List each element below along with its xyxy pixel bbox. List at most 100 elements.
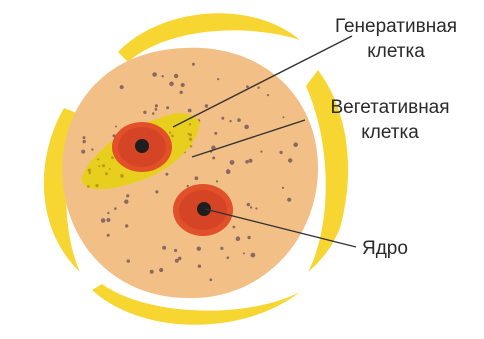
granule — [175, 259, 179, 263]
granule — [230, 160, 235, 165]
granule — [217, 78, 219, 80]
generative-speckle — [88, 169, 91, 172]
granule — [152, 72, 157, 77]
granule — [260, 151, 262, 153]
granule — [221, 117, 224, 120]
granule — [143, 111, 146, 114]
generative-speckle — [89, 172, 91, 174]
granule — [249, 159, 253, 163]
granule — [127, 259, 130, 262]
granule — [287, 198, 291, 202]
granule — [209, 278, 212, 281]
generative-nucleolus — [135, 139, 149, 153]
granule — [91, 148, 93, 150]
granule — [197, 247, 201, 251]
generative-speckle — [98, 165, 100, 167]
granule — [114, 207, 117, 210]
granule — [155, 190, 158, 193]
granule — [107, 234, 110, 237]
label-nucleus: Ядро — [362, 236, 442, 261]
generative-speckle — [95, 184, 98, 187]
granule — [198, 265, 201, 268]
generative-speckle — [97, 158, 99, 160]
granule — [233, 226, 236, 229]
granule — [245, 160, 249, 164]
granule — [187, 185, 189, 187]
label-generative-cell: Генеративная клетка — [316, 14, 476, 64]
granule — [236, 236, 241, 241]
generative-speckle — [87, 185, 90, 188]
granule — [250, 206, 252, 208]
granule — [101, 218, 106, 223]
granule — [106, 218, 110, 222]
granule — [125, 224, 128, 227]
granule — [255, 207, 257, 209]
granule — [227, 256, 230, 259]
granule — [81, 150, 85, 154]
granule — [180, 91, 183, 94]
granule — [150, 270, 154, 274]
granule — [188, 109, 192, 113]
granule — [115, 126, 117, 128]
granule — [162, 246, 166, 250]
granule — [174, 249, 177, 252]
granule — [251, 253, 256, 258]
granule — [124, 200, 128, 204]
label-generative-line2: клетка — [316, 39, 476, 64]
granule — [244, 125, 249, 130]
granule — [267, 94, 269, 96]
granule — [169, 82, 174, 87]
generative-speckle — [120, 174, 124, 178]
generative-speckle — [109, 168, 111, 170]
generative-speckle — [190, 145, 193, 148]
granule — [246, 85, 249, 88]
generative-speckle — [171, 135, 174, 138]
granule — [107, 212, 109, 214]
granule — [165, 173, 168, 176]
granule — [243, 252, 245, 254]
granule — [227, 169, 229, 171]
granule — [174, 74, 178, 78]
granule — [83, 136, 86, 139]
granule — [237, 118, 241, 122]
granule — [126, 194, 129, 197]
granule — [83, 140, 86, 143]
generative-speckle — [189, 123, 191, 125]
generative-speckle — [169, 132, 171, 134]
granule — [229, 120, 231, 122]
granule — [155, 108, 158, 111]
vegetative-nucleolus — [197, 202, 211, 216]
granule — [214, 132, 217, 135]
granule — [279, 151, 282, 154]
granule — [282, 187, 284, 189]
granule — [288, 158, 292, 162]
granule — [293, 142, 298, 147]
label-vegetative-line1: Вегетативная — [300, 95, 480, 120]
generative-speckle — [189, 133, 192, 136]
granule — [212, 157, 215, 160]
granule — [162, 75, 164, 77]
granule — [159, 268, 163, 272]
granule — [152, 112, 155, 115]
granule — [257, 87, 259, 89]
granule — [283, 116, 285, 118]
granule — [181, 83, 185, 87]
label-generative-line1: Генеративная — [316, 14, 476, 39]
granule — [216, 180, 218, 182]
generative-speckle — [105, 172, 108, 175]
granule — [205, 104, 209, 108]
generative-speckle — [189, 138, 192, 141]
granule — [166, 106, 169, 109]
granule — [247, 236, 250, 239]
granule — [155, 104, 158, 107]
granule — [120, 85, 124, 89]
granule — [247, 203, 251, 207]
granule — [192, 63, 195, 66]
generative-speckle — [111, 156, 114, 159]
generative-speckle — [102, 164, 105, 167]
label-vegetative-line2: клетка — [300, 120, 480, 145]
granule — [220, 247, 223, 250]
granule — [195, 176, 199, 180]
label-vegetative-cell: Вегетативная клетка — [300, 95, 480, 145]
